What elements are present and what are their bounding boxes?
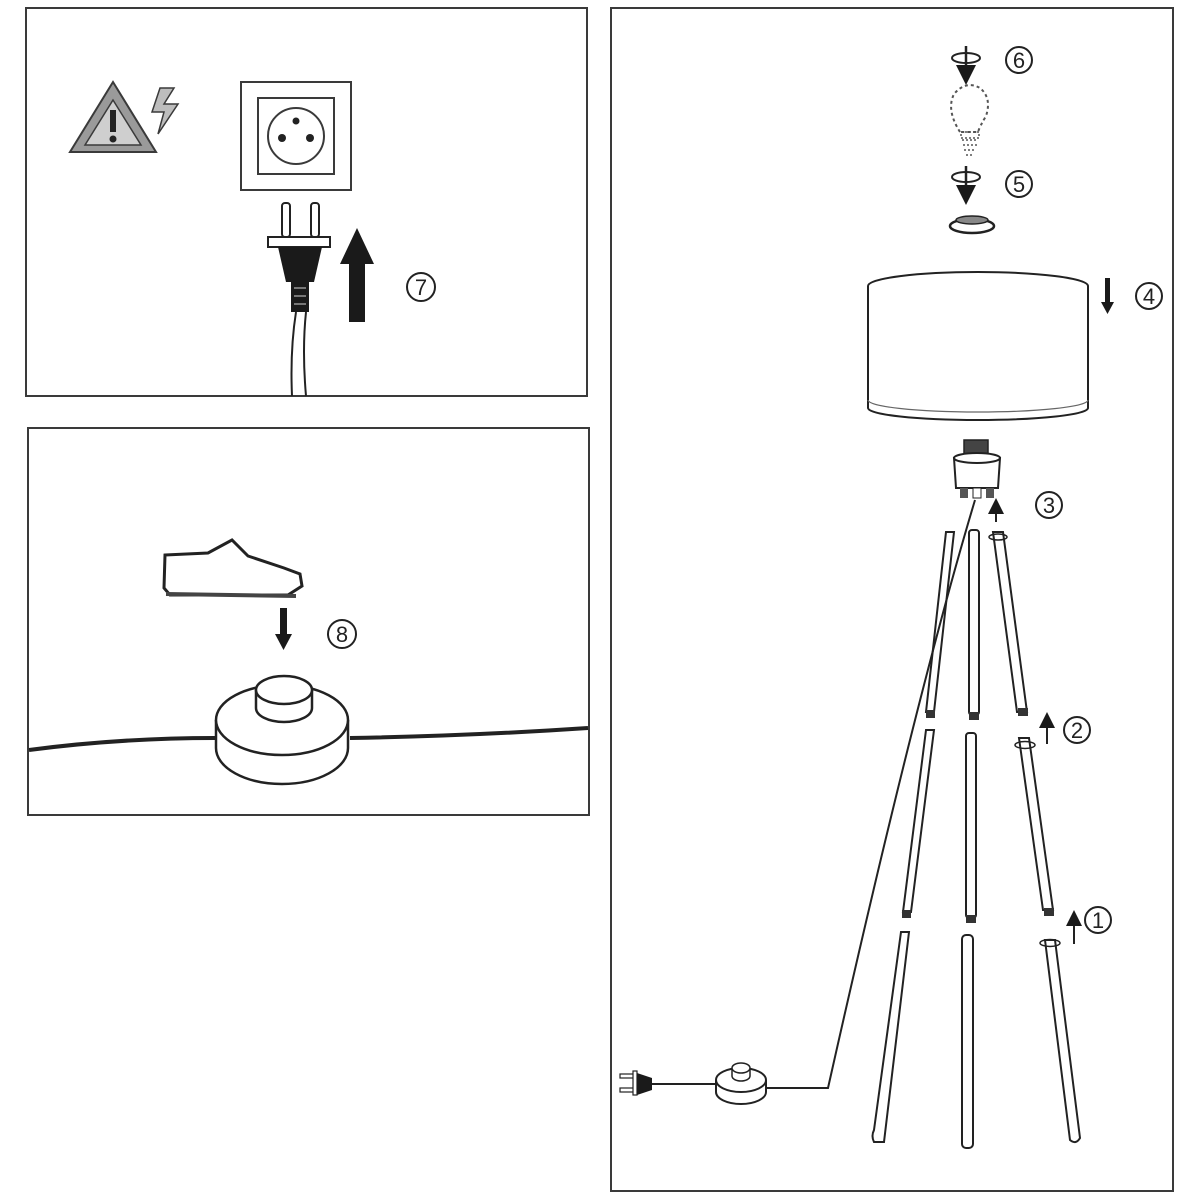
step-7-label: 7 xyxy=(406,272,436,302)
shade-ring-icon xyxy=(948,215,996,235)
tripod-leg-caps xyxy=(926,708,1028,720)
step-1-label: 1 xyxy=(1084,906,1112,934)
power-cable xyxy=(652,499,976,1089)
foot-switch-icon xyxy=(28,674,589,786)
wall-socket-icon xyxy=(240,81,352,191)
panel-lamp-assembly xyxy=(610,7,1174,1192)
svg-text:1: 1 xyxy=(1092,908,1104,933)
panel-plug-in xyxy=(25,7,588,397)
tripod-leg-caps xyxy=(902,908,1054,923)
step-8-label: 8 xyxy=(327,619,357,649)
power-plug-icon xyxy=(267,202,331,397)
step-4-label: 4 xyxy=(1135,282,1163,310)
arrow-up-icon xyxy=(340,228,374,322)
rotate-down-arrow-icon xyxy=(951,166,981,205)
lampshade-icon xyxy=(867,271,1089,421)
step-6-label: 6 xyxy=(1005,46,1033,74)
svg-text:2: 2 xyxy=(1071,718,1083,743)
arrow-down-icon xyxy=(1101,278,1114,314)
svg-text:5: 5 xyxy=(1013,172,1025,197)
rotate-ring-icon xyxy=(1039,910,1082,948)
power-plug-icon xyxy=(619,1070,652,1096)
rotate-ring-icon xyxy=(988,533,1008,541)
shoe-icon xyxy=(162,538,304,598)
svg-text:4: 4 xyxy=(1143,284,1155,309)
step-5-label: 5 xyxy=(1005,170,1033,198)
foot-switch-icon xyxy=(715,1062,767,1105)
rotate-down-arrow-icon xyxy=(951,46,981,85)
lamp-holder-icon xyxy=(952,439,1002,499)
svg-text:3: 3 xyxy=(1043,493,1055,518)
svg-text:7: 7 xyxy=(415,275,427,300)
tripod-leg-segments-middle xyxy=(901,729,1055,919)
electric-shock-warning-icon xyxy=(68,80,180,153)
light-bulb-icon xyxy=(950,84,989,156)
rotate-ring-icon xyxy=(1014,712,1055,750)
step-2-label: 2 xyxy=(1063,716,1091,744)
tripod-leg-segments-bottom xyxy=(871,931,1082,1149)
svg-text:8: 8 xyxy=(336,622,348,647)
svg-text:6: 6 xyxy=(1013,48,1025,73)
step-3-label: 3 xyxy=(1035,491,1063,519)
arrow-down-icon xyxy=(275,608,292,650)
